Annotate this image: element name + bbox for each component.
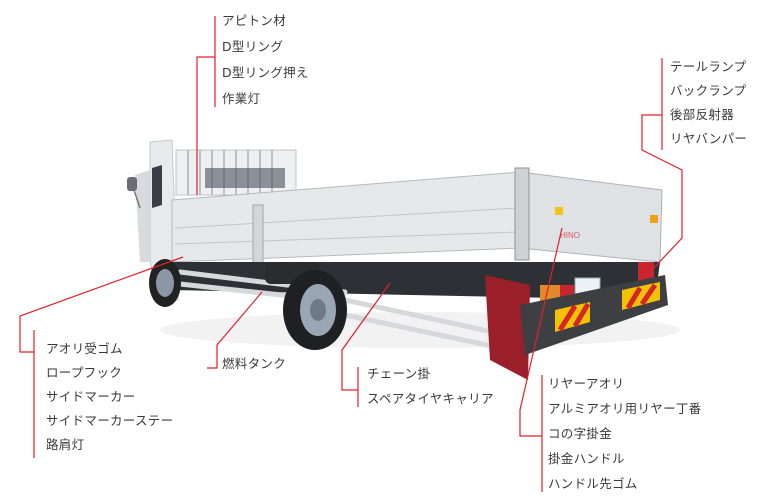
label-back-lamp: バックランプ <box>670 83 747 98</box>
label-rear-reflector: 後部反射器 <box>670 107 735 122</box>
label-chain-hook: チェーン掛 <box>367 366 431 381</box>
label-rope-hook: ロープフック <box>46 365 123 380</box>
label-work-light: 作業灯 <box>222 91 261 106</box>
label-fuel-tank: 燃料タンク <box>222 356 287 371</box>
label-d-ring: D型リング <box>222 39 284 54</box>
label-latch-handle: 掛金ハンドル <box>548 451 625 466</box>
label-handle-tip-rubber: ハンドル先ゴム <box>548 476 638 491</box>
label-spare-tire-carrier: スペアタイヤキャリア <box>367 391 494 406</box>
svg-text:HINO: HINO <box>560 231 580 240</box>
label-side-marker: サイドマーカー <box>46 389 136 404</box>
label-side-marker-stay: サイドマーカーステー <box>46 413 174 428</box>
label-d-ring-holder: D型リング押え <box>222 65 309 80</box>
label-rear-hinge: アルミアオリ用リヤー丁番 <box>548 401 702 416</box>
label-apiton: アピトン材 <box>222 13 287 28</box>
label-u-latch: コの字掛金 <box>548 426 613 441</box>
label-rear-aori: リヤーアオリ <box>548 376 625 391</box>
label-aori-rubber: アオリ受ゴム <box>46 341 123 356</box>
label-shoulder-lamp: 路肩灯 <box>46 437 85 452</box>
label-tail-lamp: テールランプ <box>670 59 747 74</box>
label-rear-bumper: リヤバンパー <box>670 131 748 146</box>
